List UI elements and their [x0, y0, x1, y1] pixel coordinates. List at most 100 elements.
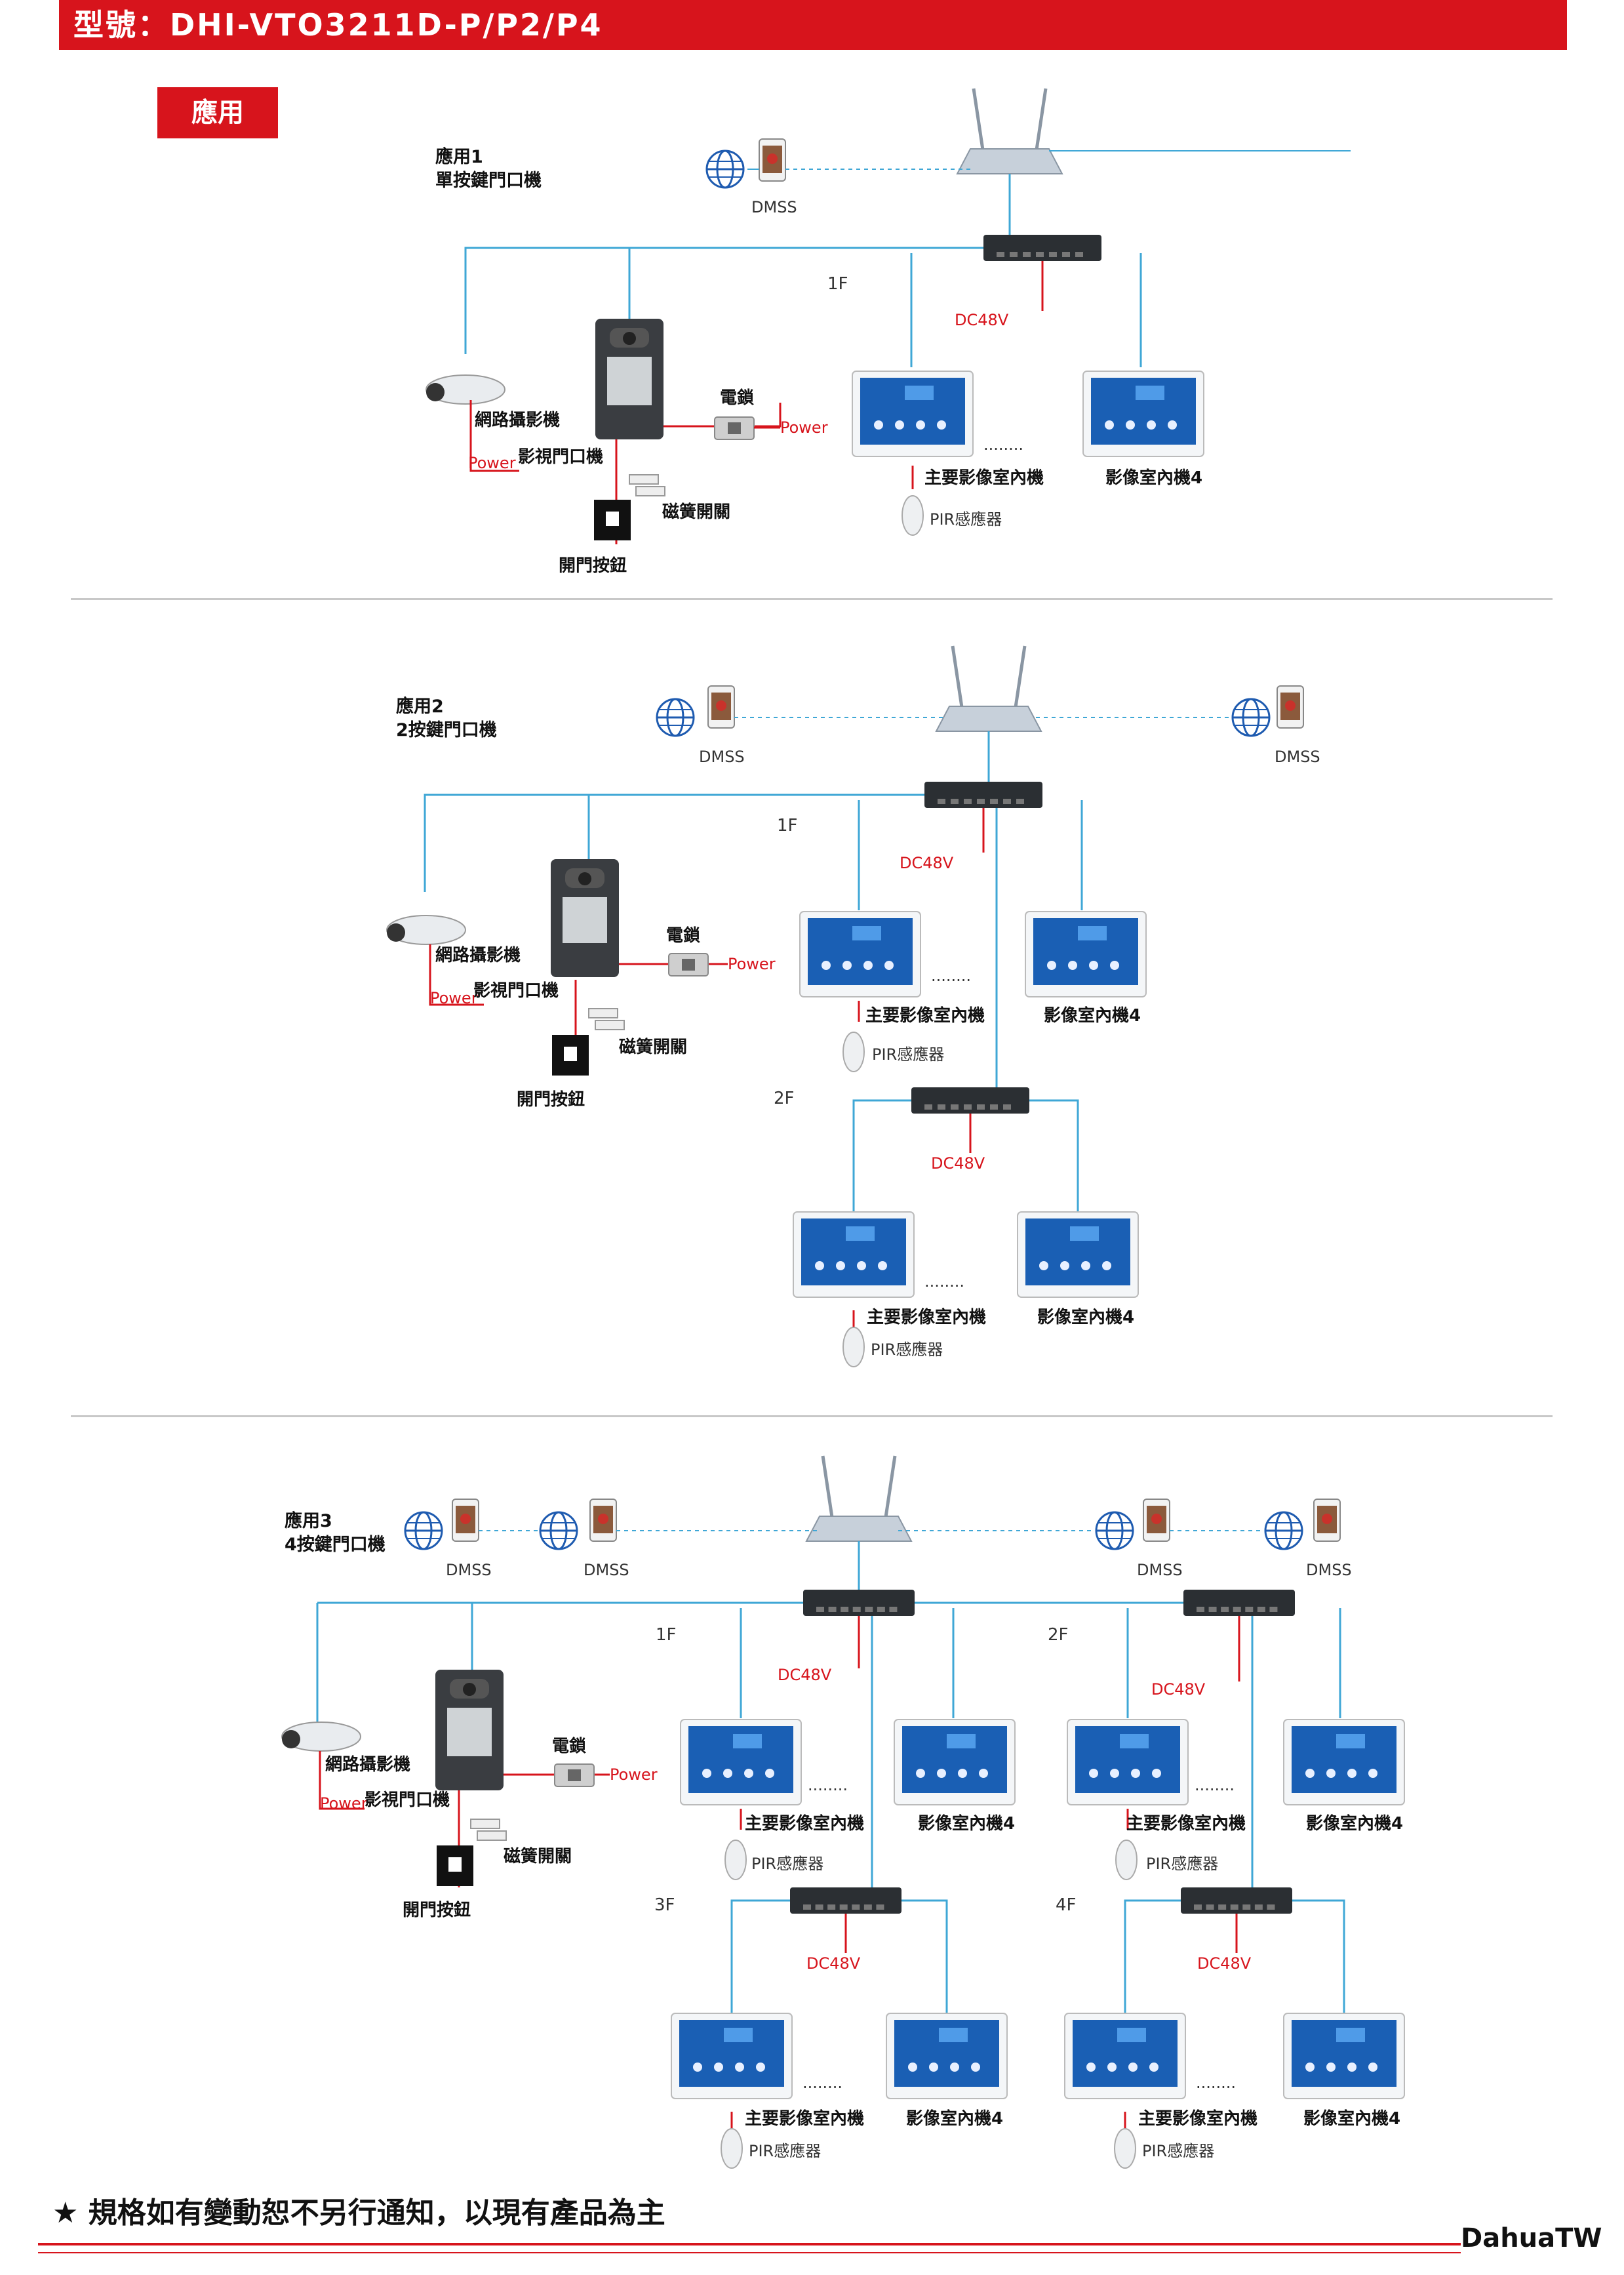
- dc48v-label: DC48V: [1197, 1954, 1252, 1973]
- switch-port: [841, 1607, 849, 1612]
- phone-screen-person: [1285, 700, 1296, 711]
- floor-label: 1F: [777, 816, 798, 836]
- pir-label: PIR感應器: [872, 1045, 945, 1064]
- dots-label: ........: [1195, 1776, 1235, 1794]
- switch-port: [997, 252, 1004, 257]
- magnetic-switch-icon: [477, 1830, 507, 1841]
- footer-note: ★ 規格如有變動恕不另行通知，以現有產品為主: [52, 2196, 665, 2230]
- camera-icon: [386, 915, 466, 945]
- pir-sensor-icon: [721, 2128, 743, 2169]
- network-line: [464, 247, 983, 354]
- pir-sensor-icon: [1115, 1840, 1138, 1880]
- monitor-button: [1126, 420, 1135, 430]
- magnetic-switch-icon: [595, 1020, 625, 1030]
- monitor-button: [1168, 420, 1177, 430]
- network-line: [1124, 1899, 1181, 2013]
- dc48v-label: DC48V: [900, 854, 954, 872]
- monitor-button: [836, 1261, 845, 1270]
- router-antenna: [972, 88, 985, 155]
- monitor-button: [702, 1769, 711, 1778]
- lock-label: 電鎖: [552, 1737, 587, 1756]
- monitor4-label: 影像室內機4: [1037, 1308, 1135, 1327]
- phone-screen-person: [767, 153, 778, 164]
- monitor-button: [735, 2063, 744, 2072]
- model-title: 型號：DHI-VTO3211D-P/P2/P4: [73, 7, 603, 43]
- router-antenna: [951, 645, 964, 712]
- switch-port: [1062, 252, 1070, 257]
- monitor-button: [884, 961, 894, 970]
- switch-port: [1003, 799, 1011, 804]
- switch-port: [865, 1607, 873, 1612]
- dmss-label: DMSS: [751, 198, 797, 216]
- router-antenna: [1013, 645, 1027, 712]
- monitor-button: [916, 1769, 925, 1778]
- network-line: [852, 1099, 911, 1212]
- switch-port: [828, 1607, 837, 1612]
- door-station-lens: [623, 332, 636, 345]
- network-line: [587, 794, 924, 866]
- exit-button-face: [606, 512, 619, 526]
- monitor-button: [1347, 2063, 1357, 2072]
- door-station-label: 影視門口機: [518, 447, 604, 467]
- switch-port: [1003, 1104, 1011, 1110]
- switch-port: [803, 1904, 811, 1910]
- power-label: Power: [320, 1794, 368, 1813]
- monitor-button: [765, 1769, 774, 1778]
- switch-port: [951, 1104, 959, 1110]
- magnetic-switch-icon: [635, 486, 665, 496]
- monitor-tile: [905, 386, 934, 400]
- switch-port: [889, 1607, 898, 1612]
- switch-port: [1016, 799, 1024, 804]
- footer-brand: DahuaTW: [1461, 2223, 1602, 2253]
- magnetic-switch-icon: [588, 1008, 618, 1018]
- monitor-button: [979, 1769, 988, 1778]
- network-line: [628, 247, 983, 320]
- monitor-button: [842, 961, 852, 970]
- monitor-button: [1305, 2063, 1315, 2072]
- switch-port: [863, 1904, 872, 1910]
- router-antenna: [821, 1455, 835, 1522]
- dc48v-label: DC48V: [1151, 1680, 1206, 1699]
- floor-label: 1F: [827, 274, 848, 294]
- switch-port: [852, 1607, 861, 1612]
- dots-label: ........: [983, 435, 1024, 454]
- monitor-button: [693, 2063, 702, 2072]
- switch-port: [877, 1607, 885, 1612]
- monitor-tile: [852, 926, 881, 940]
- monitor4-label: 影像室內機4: [1303, 2109, 1401, 2129]
- dmss-label: DMSS: [584, 1561, 629, 1579]
- master-monitor-label: 主要影像室內機: [1138, 2109, 1258, 2129]
- monitor-button: [1110, 1769, 1119, 1778]
- network-line: [424, 794, 924, 892]
- magnetic-switch-icon: [470, 1819, 500, 1829]
- switch-port: [1245, 1607, 1254, 1612]
- monitor-button: [908, 2063, 917, 2072]
- floor-label: 3F: [654, 1895, 675, 1915]
- floor-label: 1F: [656, 1625, 677, 1645]
- switch-port: [1075, 252, 1083, 257]
- power-label: Power: [610, 1765, 658, 1784]
- floor-label: 2F: [774, 1089, 795, 1108]
- switch-port: [977, 1104, 985, 1110]
- door-station-panel: [607, 357, 652, 405]
- monitor-button: [863, 961, 873, 970]
- monitor-button: [1039, 1261, 1048, 1270]
- monitor-button: [1110, 961, 1119, 970]
- switch-port: [1254, 1904, 1263, 1910]
- dmss-label: DMSS: [1306, 1561, 1352, 1579]
- lock-label: 電鎖: [720, 388, 755, 408]
- monitor-button: [1089, 1769, 1098, 1778]
- monitor-button: [1305, 1769, 1315, 1778]
- switch-port: [1233, 1607, 1241, 1612]
- power-label: Power: [728, 955, 776, 973]
- power-label: Power: [430, 989, 478, 1007]
- pir-sensor-icon: [842, 1327, 865, 1367]
- router-icon: [956, 148, 1063, 174]
- switch-port: [1010, 252, 1018, 257]
- monitor-tile: [947, 1734, 976, 1748]
- section-badge: 應用: [157, 87, 278, 138]
- switch-port: [938, 799, 945, 804]
- monitor-tile: [846, 1226, 875, 1241]
- camera-lens: [426, 383, 445, 401]
